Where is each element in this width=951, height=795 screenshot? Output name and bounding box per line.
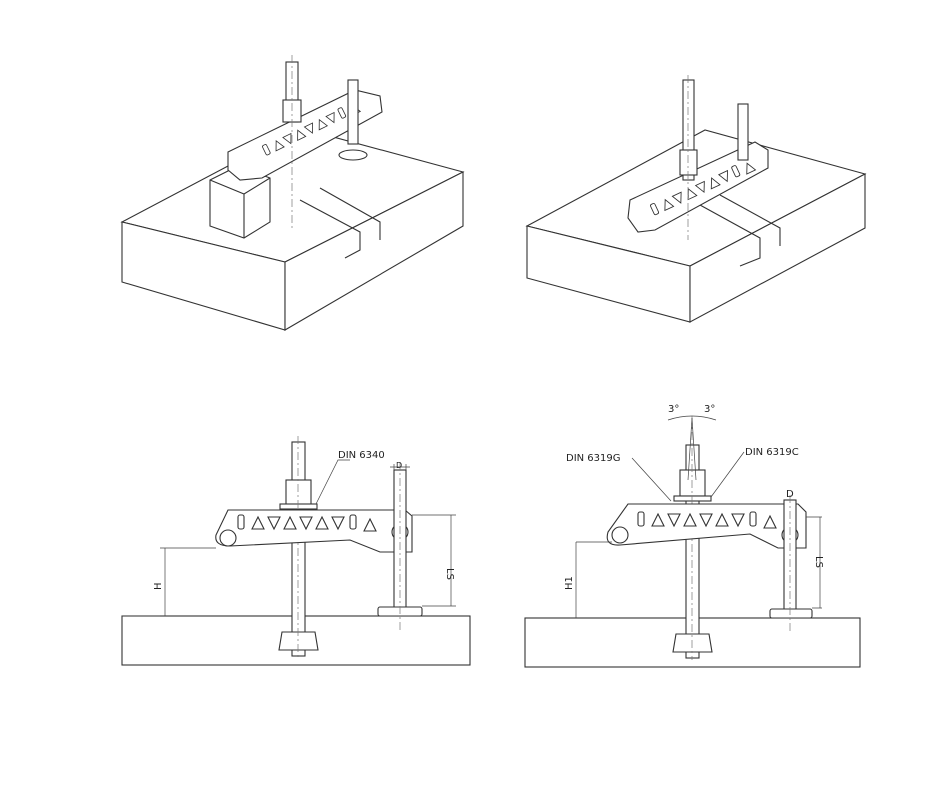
spindle [737, 103, 749, 161]
iso-view-left [120, 55, 465, 331]
elevation-left: H LS D DIN 6340 [121, 436, 471, 666]
dim-diameter-label: D [786, 489, 794, 500]
t-slot [299, 187, 381, 259]
nut [285, 479, 312, 507]
t-bolt-head [672, 633, 713, 653]
table-side-face [284, 171, 464, 331]
washer [279, 503, 318, 510]
nut [679, 149, 698, 176]
angle-left-label: 3° [668, 404, 679, 415]
bolt [682, 79, 695, 181]
swivel-foot [769, 608, 813, 619]
spindle [347, 79, 359, 145]
dim-stroke-label: LS [813, 556, 824, 568]
clamp-bar [215, 509, 413, 553]
t-bolt-head [278, 631, 319, 651]
nut [679, 469, 706, 497]
dim-stroke-label: LS [444, 568, 455, 580]
dim-diameter-label: D [396, 461, 402, 470]
washer-left-label: DIN 6319G [566, 453, 621, 464]
washer-label: DIN 6340 [338, 450, 385, 461]
angle-right-label: 3° [704, 404, 715, 415]
bolt [291, 441, 306, 657]
t-slot [699, 194, 781, 267]
dim-height-label: H1 [564, 576, 575, 590]
dim-height-label: H [153, 582, 164, 590]
iso-view-right [525, 75, 867, 323]
elevation-right: 3° 3° H1 LS D DIN 6319G DIN 6319C [524, 404, 861, 668]
swivel-foot [338, 149, 368, 161]
washer [673, 495, 712, 502]
washer-right-label: DIN 6319C [745, 447, 799, 458]
